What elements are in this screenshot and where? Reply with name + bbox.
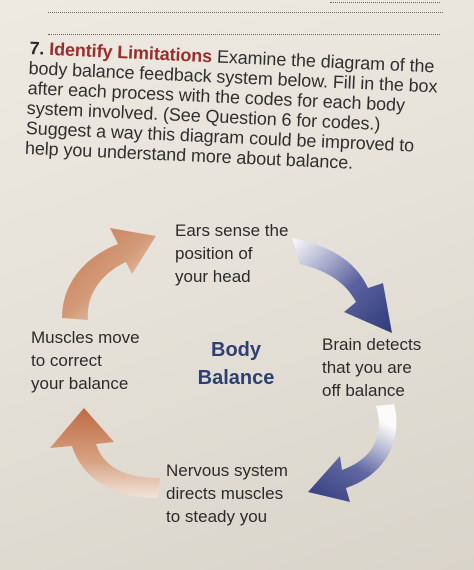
arrow-nervous-to-muscles [50, 408, 160, 498]
center-title-line2: Balance [197, 367, 275, 389]
step-brain-detects: Brain detects that you are off balance [322, 335, 422, 400]
step-nervous-system: Nervous system directs muscles to steady… [166, 461, 288, 526]
answer-line [330, 2, 440, 3]
answer-line [48, 12, 443, 13]
arrow-brain-to-nervous [308, 404, 397, 502]
step-ears-sense: Ears sense the position of your head [175, 221, 289, 286]
center-title-line1: Body [211, 339, 261, 361]
arrow-ears-to-brain [292, 238, 392, 333]
center-title: Body Balance [186, 336, 286, 392]
answer-line [48, 34, 440, 35]
step-muscles-move: Muscles move to correct your balance [31, 328, 140, 393]
arrow-muscles-to-ears [62, 228, 156, 320]
